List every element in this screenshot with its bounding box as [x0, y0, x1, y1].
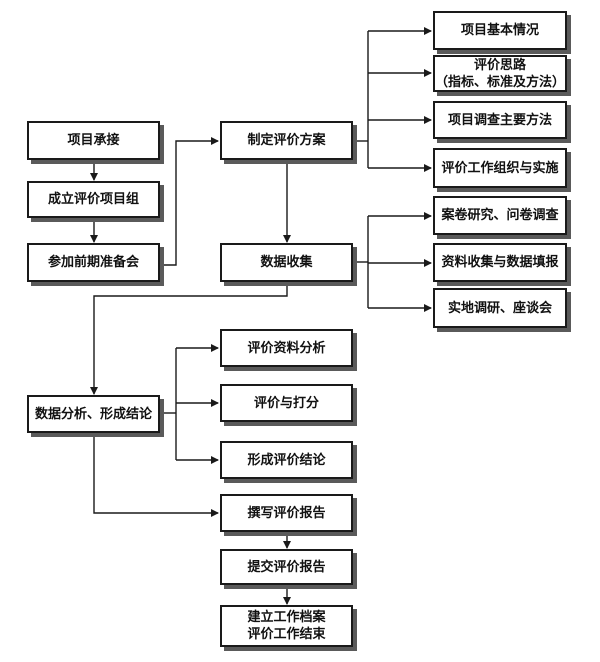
node-label: 数据收集: [260, 255, 313, 270]
node-label: 评价工作组织与实施: [441, 160, 559, 176]
node-archive: 建立工作档案 评价工作结束: [220, 605, 353, 647]
node-document-collection: 资料收集与数据填报: [433, 243, 567, 282]
node-form-group: 成立评价项目组: [27, 181, 160, 218]
node-analysis: 数据分析、形成结论: [27, 395, 160, 433]
node-label: 成立评价项目组: [47, 192, 139, 207]
node-survey-methods: 项目调查主要方法: [433, 101, 567, 139]
node-approach: 评价思路 （指标、标准及方法）: [433, 55, 567, 92]
node-label: 形成评价结论: [247, 452, 326, 468]
node-label: 项目基本情况: [460, 23, 539, 38]
node-data-collection: 数据收集: [220, 243, 353, 282]
node-scoring: 评价与打分: [220, 384, 353, 422]
node-label-group: 评价思路 （指标、标准及方法）: [435, 57, 565, 91]
node-doc-analysis: 评价资料分析: [220, 329, 353, 367]
node-case-study: 案卷研究、问卷调查: [433, 196, 567, 235]
edge-collect-to-analysis: [90, 282, 288, 395]
node-label: 参加前期准备会: [47, 255, 139, 270]
node-label: 案卷研究、问卷调查: [441, 208, 559, 223]
node-label: 项目调查主要方法: [447, 112, 552, 128]
node-project-accept: 项目承接: [27, 121, 160, 160]
node-label: 项目承接: [67, 133, 120, 148]
node-conclusion: 形成评价结论: [220, 441, 353, 479]
edge-analysis-to-write: [93, 433, 219, 517]
node-label: 提交评价报告: [247, 559, 326, 575]
edge-prep-to-plan: [160, 137, 219, 266]
node-label: 资料收集与数据填报: [441, 255, 559, 270]
node-plan: 制定评价方案: [220, 121, 353, 160]
node-label: 评价与打分: [253, 395, 319, 411]
node-submit-report: 提交评价报告: [220, 549, 353, 585]
node-label: 数据分析、形成结论: [34, 406, 152, 422]
node-label: 撰写评价报告: [247, 505, 326, 521]
node-label: 评价工作结束: [247, 627, 326, 642]
node-label: 实地调研、座谈会: [447, 300, 552, 316]
node-field-visit: 实地调研、座谈会: [433, 288, 567, 328]
node-write-report: 撰写评价报告: [220, 494, 353, 532]
node-label: 制定评价方案: [247, 133, 326, 148]
node-label: 评价思路: [473, 57, 526, 73]
node-org-implementation: 评价工作组织与实施: [433, 148, 567, 188]
node-prep-meeting: 参加前期准备会: [27, 243, 160, 282]
node-label: （指标、标准及方法）: [435, 74, 566, 90]
node-basic-info: 项目基本情况: [433, 11, 567, 50]
node-label: 建立工作档案: [247, 610, 326, 625]
node-label: 评价资料分析: [247, 340, 326, 356]
node-label-group: 建立工作档案 评价工作结束: [247, 609, 325, 643]
